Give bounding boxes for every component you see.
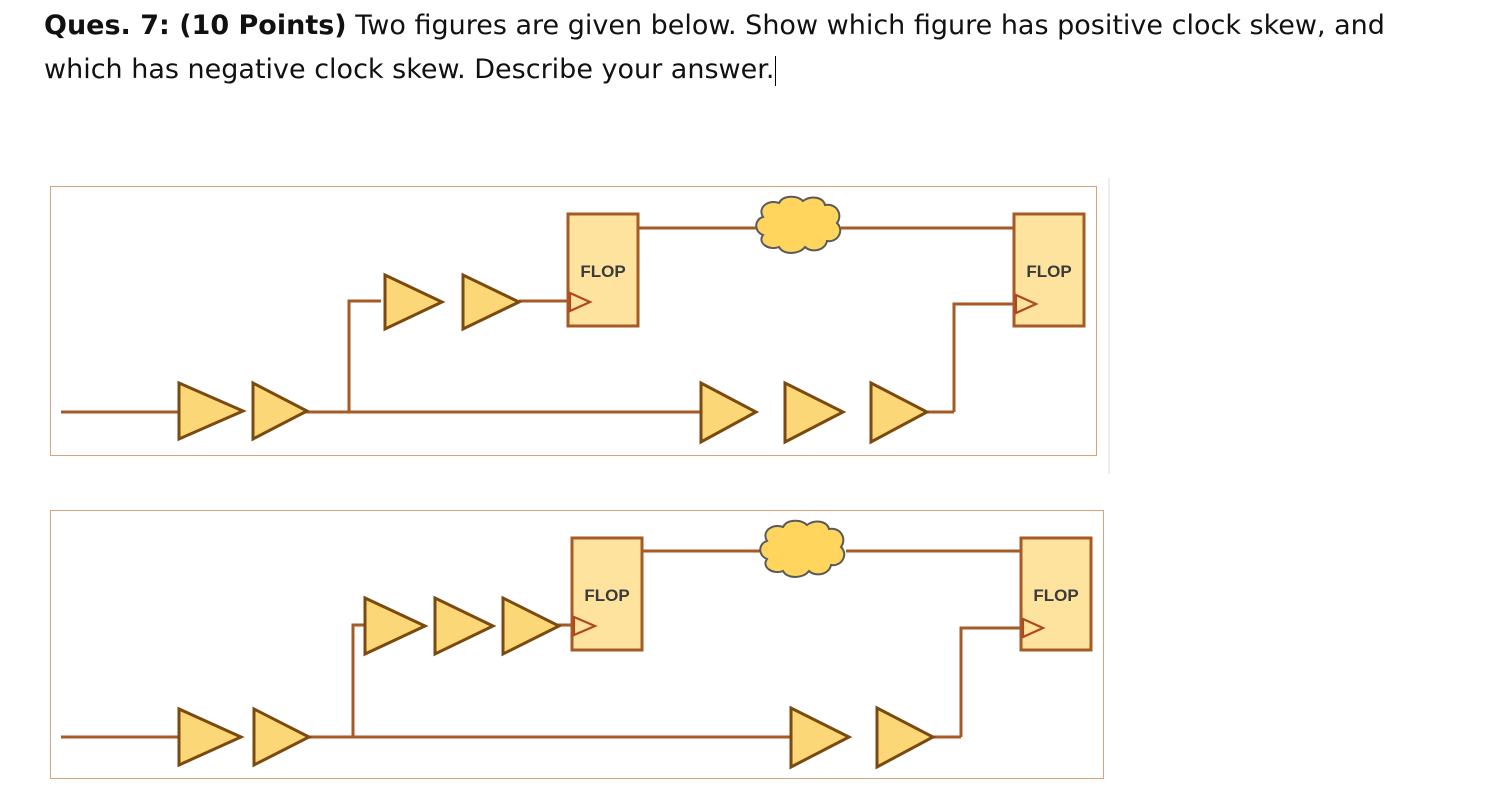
source-buffer-1 (177, 380, 247, 442)
capture-flop-clock-pin (1014, 293, 1039, 315)
capture-flop-label: FLOP (1033, 586, 1078, 605)
figure-1: FLOP FLOP (50, 186, 1097, 456)
launch-buffer-3 (501, 595, 563, 657)
source-buffer-2 (252, 706, 313, 768)
text-cursor (775, 55, 777, 86)
launch-buffer-2 (433, 595, 497, 657)
figure-1-diagram: FLOP FLOP (61, 195, 1086, 445)
launch-flop-clock-pin (568, 291, 593, 313)
combinational-logic-cloud (755, 195, 842, 254)
capture-flop-label: FLOP (1026, 262, 1071, 281)
launch-buffer-1 (383, 272, 446, 332)
figure-2: FLOP FLOP (50, 510, 1104, 779)
launch-flop-label: FLOP (584, 586, 629, 605)
launch-flop-clock-pin (572, 615, 598, 637)
capture-flop (1019, 536, 1093, 652)
capture-buffer-1 (789, 705, 853, 770)
launch-buffer-1 (363, 595, 429, 657)
source-buffer-2 (251, 380, 311, 442)
capture-clock-wire (959, 626, 1021, 737)
source-buffer-1 (177, 706, 245, 768)
figure-shadow-edge (1108, 178, 1110, 474)
question-number: Ques. 7: (10 Points) (44, 10, 347, 41)
question-body: Two figures are given below. Show which … (44, 10, 1385, 85)
combinational-logic-cloud (759, 519, 846, 578)
launch-branch-wire (347, 299, 381, 412)
capture-buffer-2 (783, 380, 847, 445)
capture-buffer-2 (875, 705, 937, 770)
capture-buffer-1 (699, 380, 760, 445)
capture-flop (1012, 212, 1086, 328)
question-text: Ques. 7: (10 Points) Two figures are giv… (44, 4, 1464, 92)
launch-branch-wire (351, 623, 365, 737)
capture-buffer-3 (869, 380, 931, 445)
capture-clock-wire (952, 302, 1015, 412)
launch-flop-label: FLOP (580, 262, 625, 281)
capture-flop-clock-pin (1021, 617, 1046, 639)
launch-buffer-2 (461, 272, 523, 332)
figure-2-diagram: FLOP FLOP (61, 519, 1093, 770)
